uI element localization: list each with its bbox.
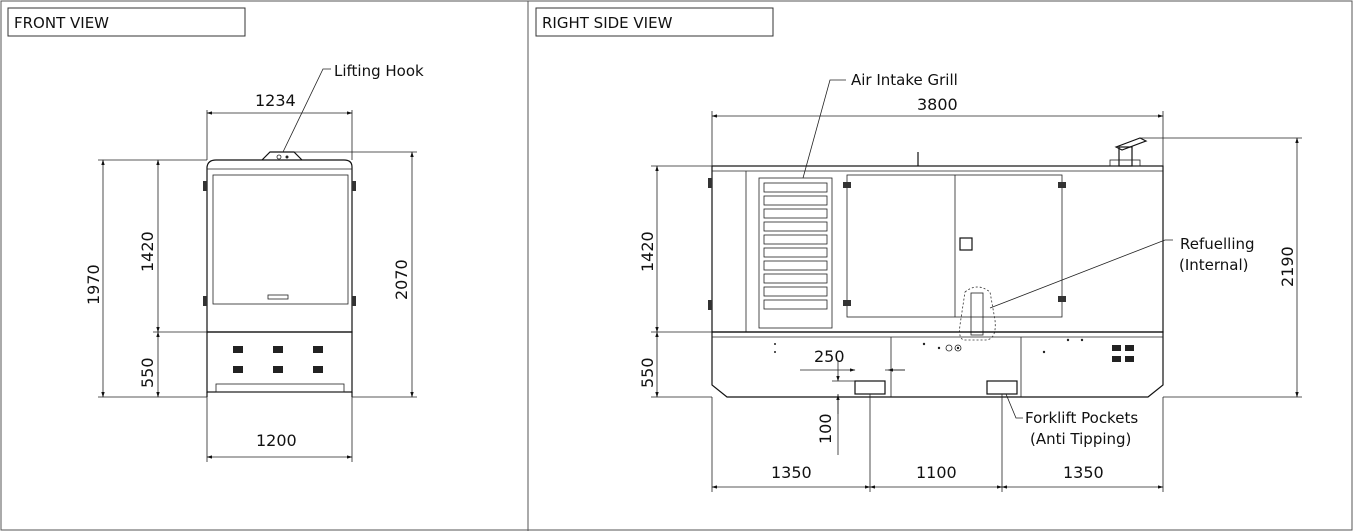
front-dim-height-2070: 2070 [392, 259, 411, 300]
front-dim-width-bottom: 1200 [256, 431, 297, 450]
front-view-title-box [7, 7, 246, 37]
side-dim-pocket-width: 250 [814, 347, 845, 366]
side-refuelling-label: Refuelling [1180, 235, 1255, 253]
side-dim-span-right: 1350 [1063, 463, 1104, 482]
side-dim-span-left: 1350 [771, 463, 812, 482]
side-forklift-label: Forklift Pockets [1025, 409, 1138, 427]
side-forklift-sub: (Anti Tipping) [1030, 430, 1131, 448]
front-lifting-hook-label: Lifting Hook [334, 62, 424, 80]
front-dim-width-top: 1234 [255, 91, 296, 110]
side-dim-length: 3800 [917, 95, 958, 114]
side-refuelling-sub: (Internal) [1179, 256, 1249, 274]
side-dim-height-550: 550 [638, 357, 657, 388]
side-view-title: RIGHT SIDE VIEW [542, 14, 673, 32]
air-intake-louvres [763, 182, 828, 310]
side-view: RIGHT SIDE VIEW [535, 7, 1302, 492]
side-dim-span-middle: 1100 [916, 463, 957, 482]
front-enclosure [203, 151, 356, 397]
front-view: FRONT VIEW [7, 7, 424, 462]
side-view-title-box [535, 7, 774, 37]
side-dim-pocket-height: 100 [816, 413, 835, 444]
front-dim-height-1970: 1970 [84, 264, 103, 305]
side-enclosure [708, 137, 1164, 398]
front-view-title: FRONT VIEW [14, 14, 109, 32]
side-dim-height-2190: 2190 [1278, 246, 1297, 287]
side-air-intake-label: Air Intake Grill [851, 71, 958, 89]
front-dim-height-1420: 1420 [138, 231, 157, 272]
front-dim-height-550: 550 [138, 357, 157, 388]
side-dim-height-1420: 1420 [638, 231, 657, 272]
